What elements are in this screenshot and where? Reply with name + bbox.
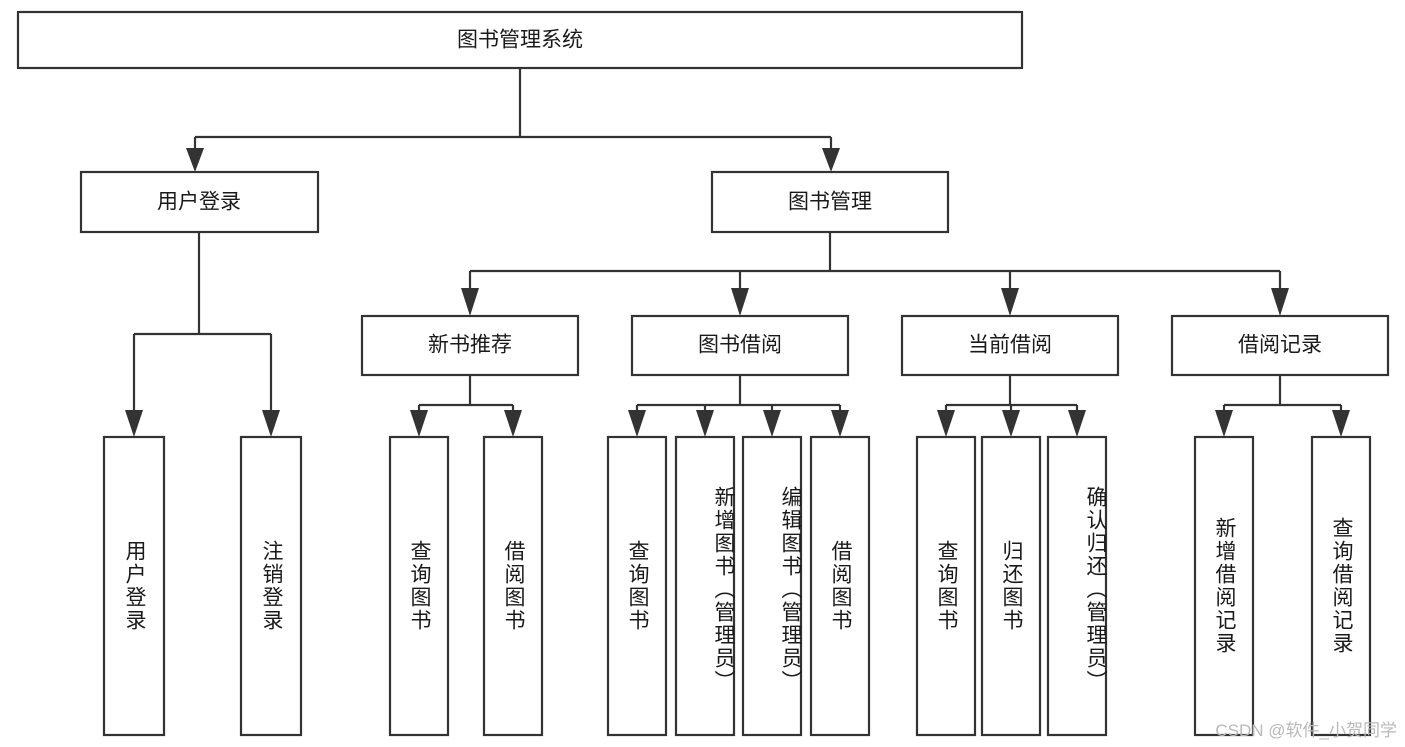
node-new-book-recommend[interactable]: 新书推荐 — [360, 314, 580, 377]
arrowhead-user-login — [186, 148, 204, 172]
arrowhead-leaf-query-record — [1332, 410, 1350, 437]
arrowhead-leaf-add-record — [1215, 410, 1233, 437]
node-leaf-add-book-rect[interactable] — [674, 435, 736, 737]
node-leaf-query-book-1-rect[interactable] — [388, 435, 450, 737]
node-user-login-rect[interactable] — [79, 170, 320, 234]
node-user-login-label: 用户登录 — [157, 191, 241, 214]
node-current-borrow-rect[interactable] — [900, 314, 1120, 377]
node-book-manage-rect[interactable] — [710, 170, 950, 234]
node-leaf-confirm-return-rect[interactable] — [1046, 435, 1108, 737]
node-leaf-query-book-3-rect[interactable] — [915, 435, 977, 737]
node-root-label: 图书管理系统 — [457, 29, 583, 52]
node-book-borrow-label: 图书借阅 — [698, 334, 782, 357]
arrowhead-leaf-confirm-return — [1068, 410, 1086, 437]
arrowhead-new-book-recommend — [461, 288, 479, 316]
arrowhead-borrow-record — [1271, 288, 1289, 316]
arrowhead-leaf-query-book-1 — [410, 410, 428, 437]
arrowhead-book-manage — [822, 148, 840, 172]
csdn-watermark: CSDN @软件_小贺同学 — [1215, 721, 1397, 740]
node-book-manage[interactable]: 图书管理 — [710, 170, 950, 234]
arrowhead-leaf-borrow-book-2 — [831, 410, 849, 437]
node-book-manage-label: 图书管理 — [788, 191, 872, 214]
node-borrow-record[interactable]: 借阅记录 — [1170, 314, 1390, 377]
node-leaf-borrow-book-1-rect[interactable] — [482, 435, 544, 737]
node-leaf-query-book-2-rect[interactable] — [606, 435, 668, 737]
node-root-rect[interactable] — [16, 10, 1024, 70]
node-leaf-return-book-rect[interactable] — [980, 435, 1042, 737]
node-current-borrow[interactable]: 当前借阅 — [900, 314, 1120, 377]
arrowhead-leaf-user-login — [125, 410, 143, 437]
node-leaf-query-record-rect[interactable] — [1310, 435, 1372, 737]
arrowhead-leaf-return-book — [1002, 410, 1020, 437]
arrowhead-book-borrow — [731, 288, 749, 316]
arrowhead-current-borrow — [1001, 288, 1019, 316]
node-leaf-borrow-book-2-rect[interactable] — [809, 435, 871, 737]
node-current-borrow-label: 当前借阅 — [968, 334, 1052, 357]
node-user-login[interactable]: 用户登录 — [79, 170, 320, 234]
arrowhead-leaf-borrow-book-1 — [504, 410, 522, 437]
node-borrow-record-label: 借阅记录 — [1238, 334, 1322, 357]
leaf-rect-group — [102, 435, 1372, 737]
connector-group — [125, 68, 1350, 437]
arrowhead-leaf-edit-book — [763, 410, 781, 437]
node-new-book-recommend-label: 新书推荐 — [428, 334, 512, 357]
arrowhead-leaf-query-book-2 — [628, 410, 646, 437]
arrowhead-leaf-add-book — [696, 410, 714, 437]
node-leaf-user-login-rect[interactable] — [102, 435, 166, 737]
arrowhead-leaf-query-book-3 — [937, 410, 955, 437]
node-book-borrow-rect[interactable] — [630, 314, 850, 377]
node-leaf-logout-rect[interactable] — [239, 435, 303, 737]
node-leaf-edit-book-rect[interactable] — [741, 435, 803, 737]
node-borrow-record-rect[interactable] — [1170, 314, 1390, 377]
node-new-book-recommend-rect[interactable] — [360, 314, 580, 377]
node-root[interactable]: 图书管理系统 — [16, 10, 1024, 70]
node-book-borrow[interactable]: 图书借阅 — [630, 314, 850, 377]
arrowhead-leaf-logout — [262, 410, 280, 437]
node-leaf-add-record-rect[interactable] — [1193, 435, 1255, 737]
